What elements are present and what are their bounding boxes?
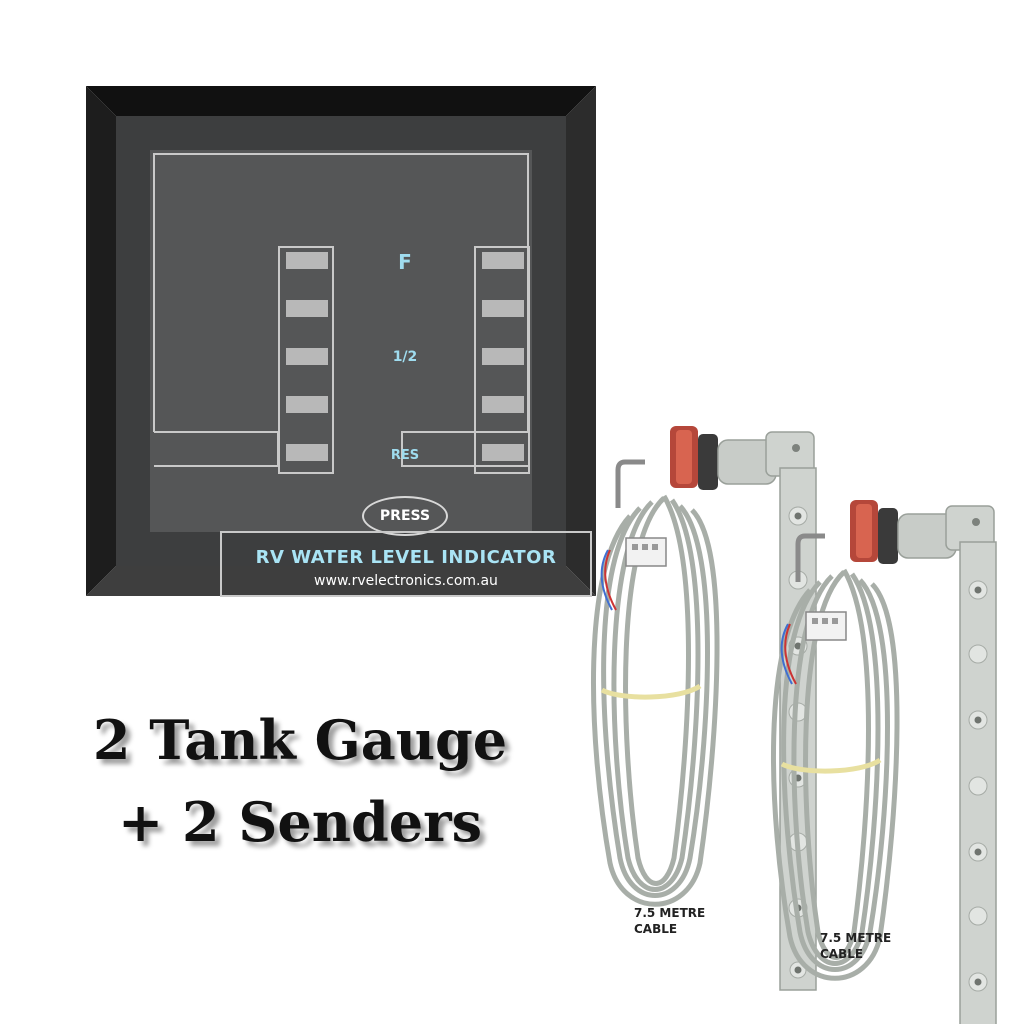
gauge-title-box: RV WATER LEVEL INDICATOR www.rvelectroni…: [220, 531, 592, 597]
tank-1-segment-3: [286, 348, 328, 365]
gauge-title: RV WATER LEVEL INDICATOR: [255, 547, 557, 568]
level-label-reserve: RES: [390, 448, 420, 463]
tank-gauge-panel: F 1/2 RES PRESS RV WATER LEVEL INDICATOR…: [86, 86, 596, 597]
tank-2-segment-4: [482, 300, 524, 317]
gauge-website: www.rvelectronics.com.au: [314, 573, 498, 589]
tank-2-level-bar: [474, 246, 530, 474]
headline-line-1: 2 Tank Gauge: [92, 708, 508, 772]
sender-1-cable-label: 7.5 METRE CABLE: [634, 906, 706, 936]
tank-1-level-bar: [278, 246, 334, 474]
sender-2-cable-label: 7.5 METRE CABLE: [820, 931, 892, 961]
tank-2-segment-1: [482, 444, 524, 461]
tank-1-segment-2: [286, 396, 328, 413]
tank-1-segment-4: [286, 300, 328, 317]
tank-2-segment-3: [482, 348, 524, 365]
tank-2-segment-5: [482, 252, 524, 269]
headline-line-2: + 2 Senders: [118, 790, 482, 854]
tank-2-segment-2: [482, 396, 524, 413]
tank-1-segment-1: [286, 444, 328, 461]
level-label-full: F: [398, 250, 412, 274]
gauge-face: F 1/2 RES PRESS RV WATER LEVEL INDICATOR…: [150, 150, 592, 597]
tank-1-segment-5: [286, 252, 328, 269]
press-button[interactable]: PRESS: [362, 496, 448, 536]
level-label-half: 1/2: [392, 349, 418, 365]
